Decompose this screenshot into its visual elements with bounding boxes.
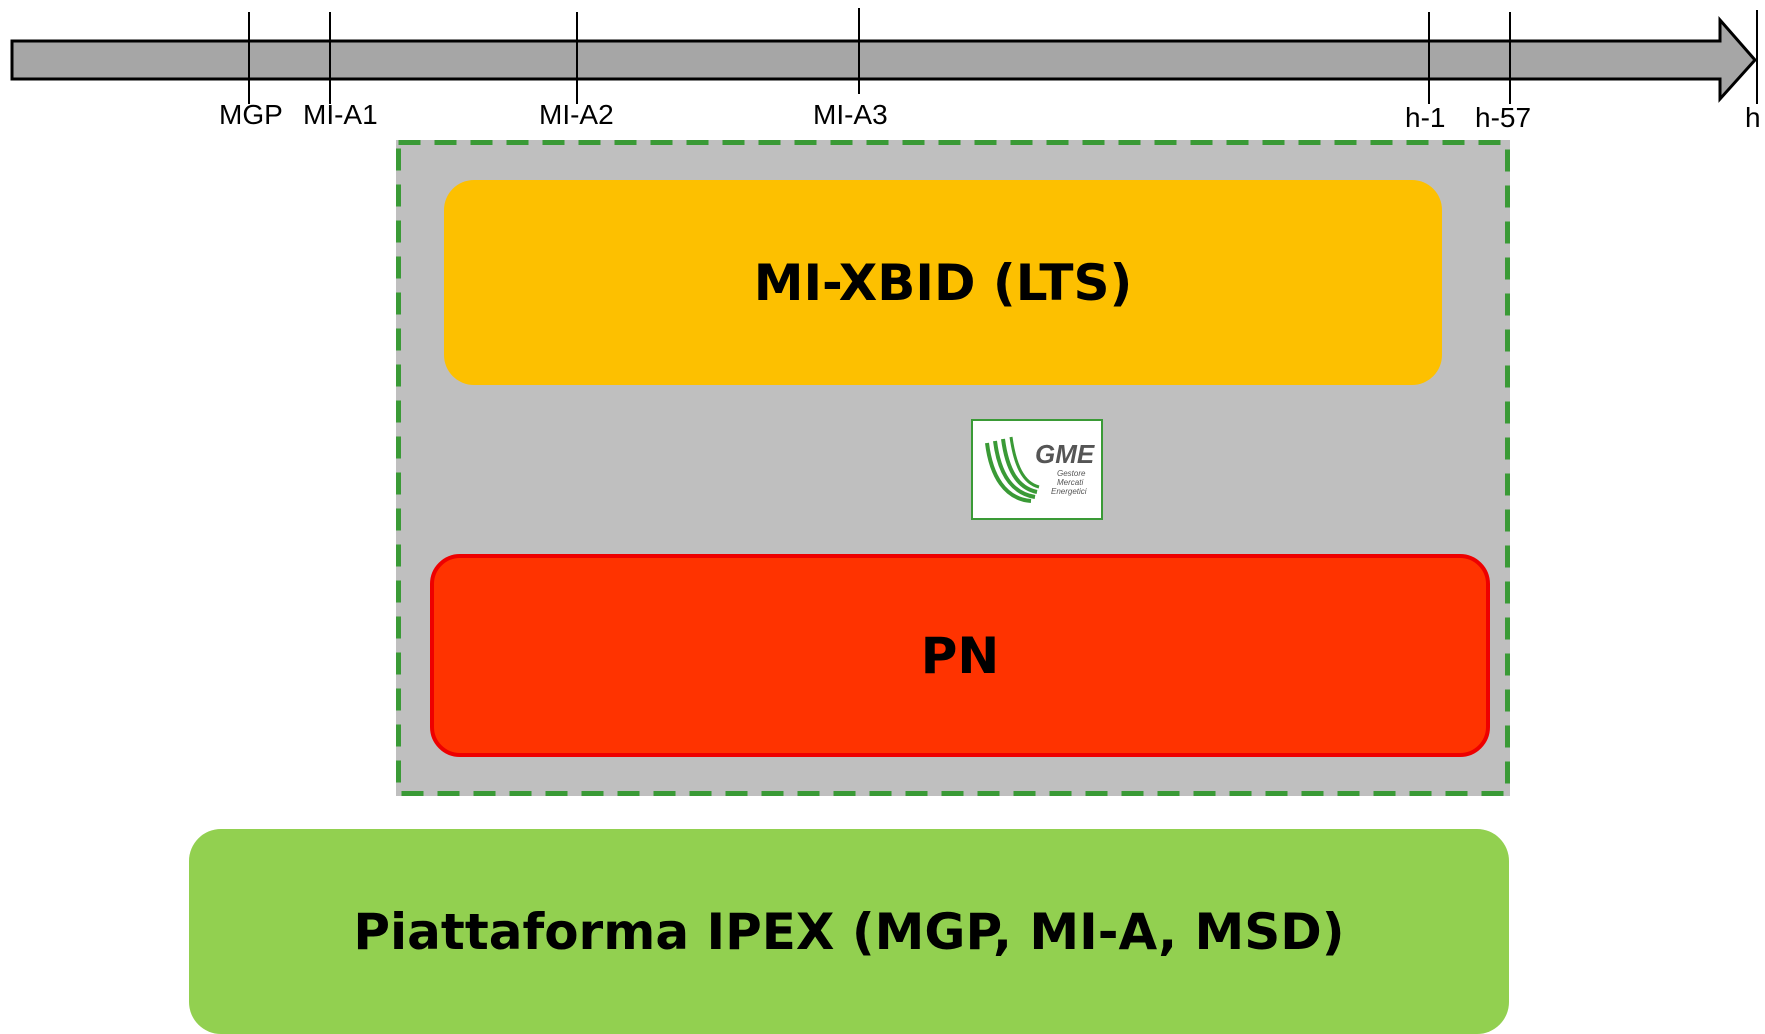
label-mi-a2: MI-A2 xyxy=(539,99,614,130)
timeline: MGP MI-A1 MI-A2 MI-A3 h-1 h-57 h xyxy=(10,8,1761,133)
gme-line-3: Energetici xyxy=(1051,487,1087,496)
ipex-label: Piattaforma IPEX (MGP, MI-A, MSD) xyxy=(353,902,1345,961)
timeline-arrow xyxy=(10,16,1758,103)
gme-line-1: Gestore xyxy=(1057,469,1086,478)
pn-label: PN xyxy=(920,626,1000,685)
pn-block: PN xyxy=(430,554,1490,757)
gme-logo: GME Gestore Mercati Energetici xyxy=(971,419,1103,520)
mi-xbid-block: MI-XBID (LTS) xyxy=(444,180,1442,385)
label-h-1: h-1 xyxy=(1405,102,1445,133)
label-h: h xyxy=(1745,102,1761,133)
label-h-57: h-57 xyxy=(1475,102,1531,133)
label-mgp: MGP xyxy=(219,99,283,130)
gme-brand: GME xyxy=(1035,439,1095,469)
label-mi-a1: MI-A1 xyxy=(303,99,378,130)
label-mi-a3: MI-A3 xyxy=(813,99,888,130)
gme-line-2: Mercati xyxy=(1057,478,1083,487)
ipex-block: Piattaforma IPEX (MGP, MI-A, MSD) xyxy=(189,829,1509,1034)
gme-logo-icon: GME Gestore Mercati Energetici xyxy=(985,436,1095,503)
mi-xbid-label: MI-XBID (LTS) xyxy=(753,253,1133,312)
